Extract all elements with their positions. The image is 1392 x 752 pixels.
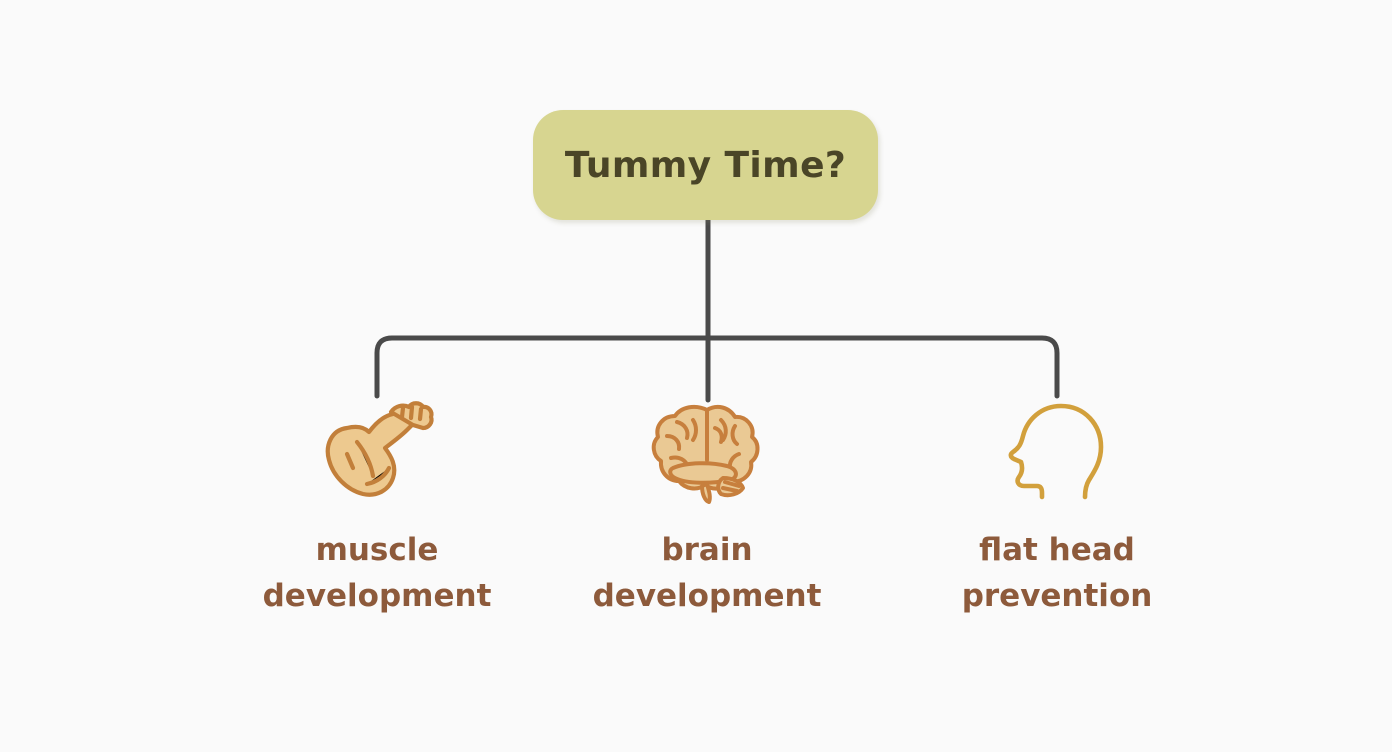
branch-brain-development-label: brain development bbox=[592, 532, 822, 614]
branch-brain-development[interactable]: brain development bbox=[557, 398, 857, 619]
branch-flat-head-prevention[interactable]: flat head prevention bbox=[907, 398, 1207, 619]
connector-right-branch bbox=[705, 335, 1060, 399]
flexed-bicep-icon bbox=[325, 401, 434, 497]
brain-icon bbox=[651, 404, 760, 504]
branch-flat-head-prevention-label: flat head prevention bbox=[961, 532, 1153, 614]
head-profile-icon bbox=[1008, 403, 1104, 500]
branch-muscle-development[interactable]: muscle development bbox=[227, 398, 527, 619]
root-node[interactable]: Tummy Time? bbox=[533, 110, 878, 220]
branch-muscle-development-label: muscle development bbox=[262, 532, 492, 614]
root-node-label: Tummy Time? bbox=[564, 144, 847, 186]
connector-left-branch bbox=[374, 335, 711, 399]
